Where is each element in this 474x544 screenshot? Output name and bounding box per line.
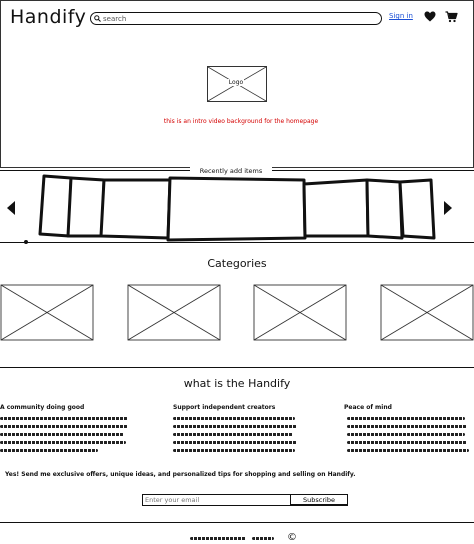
carousel-item bbox=[365, 178, 404, 240]
heart-icon[interactable] bbox=[424, 11, 436, 22]
category-card[interactable] bbox=[0, 284, 94, 341]
newsletter-text: Yes! Send me exclusive offers, unique id… bbox=[5, 471, 356, 478]
carousel-item bbox=[38, 174, 73, 238]
carousel-item bbox=[398, 178, 436, 240]
about-heading-community: A community doing good bbox=[0, 404, 85, 411]
placeholder-text-line bbox=[173, 449, 295, 452]
carousel-item bbox=[99, 178, 172, 240]
placeholder-text-line bbox=[173, 433, 293, 436]
search-bar[interactable] bbox=[90, 12, 382, 25]
search-icon bbox=[94, 15, 101, 22]
footer-placeholder-text bbox=[190, 537, 246, 540]
footer-placeholder-text bbox=[252, 537, 274, 540]
email-field[interactable] bbox=[142, 494, 294, 506]
logo-label: Logo bbox=[227, 79, 245, 86]
arrow-left-icon[interactable] bbox=[7, 201, 16, 215]
placeholder-text-line bbox=[347, 449, 469, 452]
category-card[interactable] bbox=[380, 284, 474, 341]
about-title: what is the Handify bbox=[183, 377, 291, 390]
placeholder-text-line bbox=[0, 417, 128, 420]
about-divider bbox=[0, 367, 474, 368]
placeholder-text-line bbox=[347, 441, 467, 444]
sign-in-link[interactable]: Sign in bbox=[389, 12, 413, 20]
footer-divider bbox=[0, 522, 474, 523]
category-card[interactable] bbox=[253, 284, 347, 341]
copyright-icon: © bbox=[287, 532, 297, 543]
category-grid bbox=[0, 284, 474, 341]
placeholder-text-line bbox=[347, 433, 465, 436]
search-input[interactable] bbox=[101, 13, 363, 24]
placeholder-text-line bbox=[0, 433, 124, 436]
about-heading-creators: Support independent creators bbox=[173, 404, 276, 411]
carousel-item bbox=[166, 176, 307, 242]
placeholder-text-line bbox=[0, 425, 128, 428]
about-heading-peace: Peace of mind bbox=[344, 404, 392, 411]
categories-title: Categories bbox=[207, 257, 267, 270]
subscribe-button[interactable]: Subscribe bbox=[290, 494, 348, 506]
placeholder-text-line bbox=[173, 441, 297, 444]
category-card[interactable] bbox=[127, 284, 221, 341]
carousel-indicator[interactable] bbox=[24, 240, 28, 244]
placeholder-text-line bbox=[0, 449, 98, 452]
placeholder-text-line bbox=[347, 425, 467, 428]
carousel-track bbox=[38, 174, 436, 242]
placeholder-text-line bbox=[173, 425, 297, 428]
arrow-right-icon[interactable] bbox=[443, 201, 452, 215]
placeholder-text-line bbox=[347, 417, 465, 420]
carousel-item bbox=[66, 176, 106, 238]
recently-added-title: Recently add items bbox=[190, 167, 272, 175]
carousel-item bbox=[302, 178, 370, 238]
placeholder-text-line bbox=[0, 441, 126, 444]
cart-icon[interactable] bbox=[445, 11, 458, 23]
brand-logo[interactable]: Handify bbox=[10, 6, 87, 28]
hero-caption: this is an intro video background for th… bbox=[163, 118, 319, 125]
placeholder-text-line bbox=[173, 417, 295, 420]
carousel-bottom-divider bbox=[0, 242, 474, 243]
